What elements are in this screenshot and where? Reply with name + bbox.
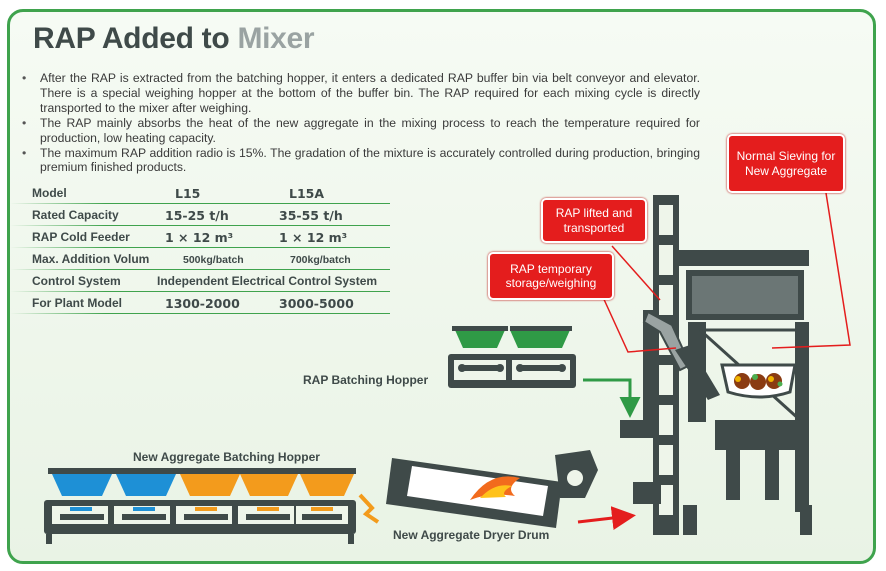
red-arrow (577, 506, 636, 530)
spec-value: L15 (175, 186, 201, 201)
callout-leader (771, 192, 851, 349)
spec-label: Rated Capacity (32, 208, 119, 222)
spec-value: 35-55 t/h (279, 208, 343, 223)
bullet-item: The RAP mainly absorbs the heat of the n… (20, 116, 700, 146)
spec-row-plant: For Plant Model 1300-2000 3000-5000 (10, 293, 390, 314)
bullet-item: After the RAP is extracted from the batc… (20, 71, 700, 116)
spec-value: 15-25 t/h (165, 208, 229, 223)
title-highlight: Mixer (237, 22, 315, 55)
spec-label: Max. Addition Volum (32, 252, 150, 266)
orange-arrow (358, 493, 380, 524)
spec-label: Model (32, 186, 67, 200)
mixing-tower (653, 195, 812, 535)
spec-value: L15A (289, 186, 325, 201)
rap-batching-hopper (448, 326, 576, 388)
callout-storage: RAP temporary storage/weighing (488, 252, 614, 300)
page-title: RAP Added to Mixer (33, 22, 315, 56)
spec-value: 1300-2000 (165, 296, 240, 311)
green-arrow (583, 378, 641, 418)
dryer-label: New Aggregate Dryer Drum (393, 528, 550, 542)
callout-lifted: RAP lifted and transported (541, 198, 647, 243)
new-aggregate-batching-hopper (44, 468, 356, 544)
spec-value: 1 × 12 m³ (279, 230, 348, 245)
callout-leader (611, 245, 661, 301)
spec-value: 500kg/batch (183, 254, 244, 266)
spec-row-feeder: RAP Cold Feeder 1 × 12 m³ 1 × 12 m³ (10, 227, 390, 248)
description-list: After the RAP is extracted from the batc… (20, 71, 700, 175)
spec-value: 3000-5000 (279, 296, 354, 311)
rap-hopper-label: RAP Batching Hopper (303, 373, 429, 387)
callout-leader (601, 294, 677, 353)
bullet-item: The maximum RAP addition radio is 15%. T… (20, 146, 700, 176)
rap-elevator (620, 310, 720, 438)
mixer (720, 363, 797, 399)
title-main: RAP Added to (33, 22, 238, 55)
hot-elevator-boot (633, 482, 661, 504)
spec-label: RAP Cold Feeder (32, 230, 130, 244)
spec-row-model: Model L15 L15A (10, 183, 390, 204)
spec-value: Independent Electrical Control System (157, 274, 378, 288)
spec-value: 700kg/batch (290, 254, 351, 266)
callout-sieving: Normal Sieving for New Aggregate (727, 134, 845, 193)
spec-row-capacity: Rated Capacity 15-25 t/h 35-55 t/h (10, 205, 390, 226)
spec-label: Control System (32, 274, 121, 288)
spec-row-control: Control System Independent Electrical Co… (10, 271, 390, 292)
spec-row-addition: Max. Addition Volum 500kg/batch 700kg/ba… (10, 249, 390, 270)
dryer-drum (386, 450, 598, 528)
new-hopper-label: New Aggregate Batching Hopper (133, 450, 320, 464)
spec-value: 1 × 12 m³ (165, 230, 234, 245)
spec-label: For Plant Model (32, 296, 122, 310)
